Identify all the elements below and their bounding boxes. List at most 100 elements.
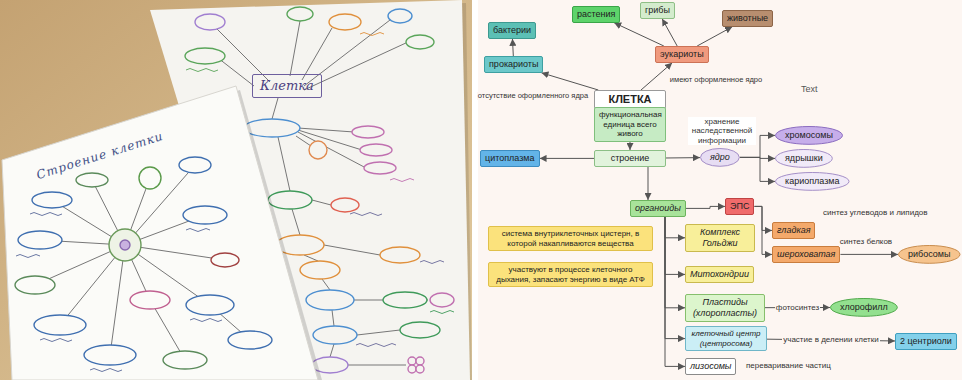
photo-sketch (2, 86, 318, 380)
connector-arrow (512, 39, 514, 56)
photo-sketch (185, 48, 225, 64)
photo-sketch (364, 162, 396, 174)
node-text: хромосомы (785, 130, 833, 141)
node-text: строение (599, 153, 661, 164)
photo-sketch (15, 276, 55, 294)
node-text: Пластиды (хлоропласты) (690, 297, 760, 319)
photo-sketch (309, 141, 327, 159)
photo-sketch (163, 351, 207, 369)
edge-label: фотосинтез (775, 303, 820, 312)
organelle-box: Пластиды (хлоропласты) (685, 294, 765, 322)
photo-sketch (76, 173, 108, 187)
photo-sketch (183, 206, 227, 224)
oval-shape (701, 149, 740, 167)
photo-sketch (430, 311, 454, 314)
concept-box: грибы (640, 2, 675, 19)
concept-box: эукариоты (655, 46, 709, 63)
node-text: эукариоты (660, 49, 704, 60)
edge-label: синтез белков (839, 237, 893, 246)
photo-sketch (16, 255, 40, 258)
node-text: рибосомы (908, 249, 950, 260)
organelle-box: клеточный центр (центросома) (685, 326, 767, 351)
concept-oval: рибосомы (898, 245, 960, 264)
edge-label: участие в делении клетки (782, 335, 880, 344)
node-text: кариоплазма (785, 176, 840, 187)
connector-arrow (665, 217, 685, 367)
definition-box: функциональная единица всего живого (594, 107, 666, 142)
photo-sketch (84, 345, 136, 365)
concept-box: органоиды (630, 200, 686, 217)
photo-sketch (430, 293, 454, 307)
photo-sketch (420, 261, 444, 264)
connector-arrow (754, 206, 772, 254)
node-text: растения (577, 9, 615, 20)
photo-sketch (268, 191, 312, 209)
photo-sketch (300, 261, 340, 279)
concept-box: растения (572, 6, 620, 23)
concept-box: ЭПС (725, 198, 754, 215)
node-text: ядро (710, 152, 730, 163)
photo-sketch (0, 0, 472, 380)
photo-sketch (186, 69, 218, 72)
connector-arrow (697, 27, 732, 46)
photo-sketch (32, 192, 72, 208)
photo-sketch (211, 253, 239, 267)
node-text: 2 центриоли (900, 336, 952, 347)
photo-sketch (306, 290, 354, 310)
node-text: участвуют в процессе клеточного дыхания,… (493, 265, 648, 284)
connector-arrow (614, 23, 664, 46)
connector-arrow (641, 63, 672, 90)
description-box: система внутриклеточных цистерн, в котор… (488, 226, 653, 251)
concept-box: строение (594, 150, 666, 167)
connector-arrow (630, 142, 631, 150)
connector-arrow (665, 217, 685, 238)
handwritten-title: Строение клетки (34, 130, 166, 184)
photo-sketch (109, 229, 141, 261)
node-text: лизосомы (690, 361, 731, 372)
organelle-box: Комплекс Гольджи (685, 224, 755, 252)
photo-sketch (380, 247, 420, 263)
photo-sketch (408, 365, 416, 373)
photo-sketch (34, 315, 86, 335)
photo-sketch (352, 126, 384, 138)
edge-label: имеют оформленное ядро (669, 76, 763, 85)
photo-sketch (416, 365, 424, 373)
node-text: КЛЕТКА (599, 93, 661, 106)
concept-box: прокариоты (484, 56, 543, 73)
photo-sketch (40, 339, 72, 342)
photo-sketch (90, 369, 122, 372)
node-text: Комплекс Гольджи (690, 227, 750, 249)
concept-box: гладкая (772, 222, 815, 239)
photo-sketch (416, 357, 424, 365)
description-box: участвуют в процессе клеточного дыхания,… (488, 262, 653, 287)
photo-sketch (356, 344, 396, 347)
photo-sketch (130, 291, 170, 309)
node-text: органоиды (635, 203, 681, 214)
connector-arrow (754, 206, 772, 230)
photo-sketch (16, 213, 222, 372)
photo-sketch (312, 200, 428, 365)
node-text: гладкая (777, 225, 810, 236)
photo-sketch (2, 86, 322, 380)
oval-shape (776, 127, 843, 145)
node-text: ядрышки (785, 153, 823, 164)
photo-sketch (18, 231, 62, 249)
handwritten-box: Клетка (252, 74, 322, 98)
node-text: функциональная единица всего живого (599, 110, 661, 139)
photo-sketch (360, 144, 392, 156)
placeholder-text: Text (800, 84, 819, 94)
photo-sketch (186, 229, 210, 232)
node-text: Митохондрии (690, 269, 749, 280)
photo-sketch (360, 33, 384, 36)
connector-arrow (662, 19, 677, 46)
concept-oval: кариоплазма (775, 172, 850, 191)
node-text: бактерии (493, 25, 531, 36)
photo-sketch (186, 295, 234, 315)
node-text: грибы (645, 5, 670, 16)
photo-sketch (478, 0, 962, 380)
photo-sketch (120, 240, 130, 250)
photo-sketch (228, 331, 272, 349)
edge-label: хранение наследственной информации (688, 117, 756, 145)
node-text: Клетка (260, 78, 314, 94)
photo-sketch (406, 35, 434, 49)
